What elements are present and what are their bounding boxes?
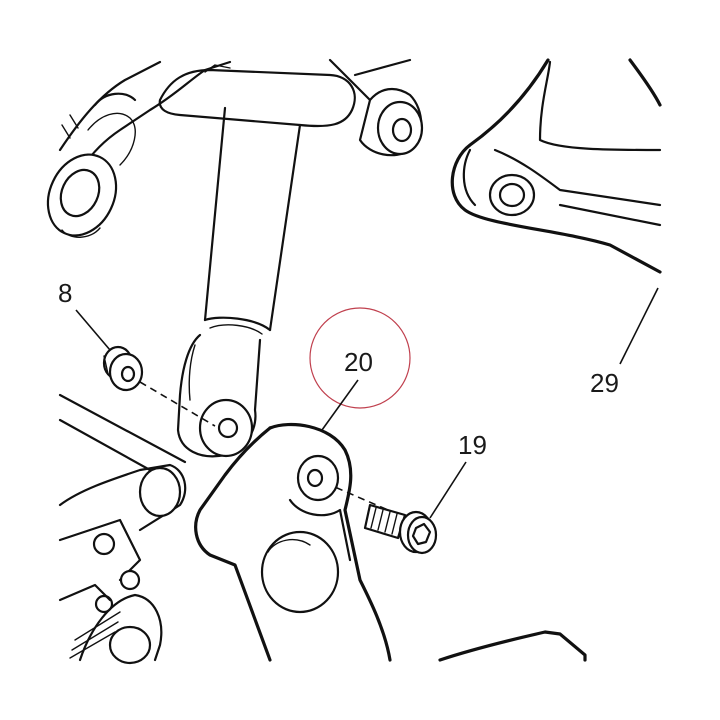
upper-left-cylinder [46,60,232,238]
leader-line-19 [429,461,467,519]
callout-29: 29 [590,368,619,398]
bracket-20 [194,422,392,662]
washer-8 [102,345,144,392]
leader-line-29 [619,287,659,365]
lower-right-frame-edge [438,630,587,662]
lower-left-assembly [58,393,187,665]
top-pivot-boss [328,58,424,157]
washer-axis-line [139,381,216,427]
link-arm [158,64,356,458]
leader-line-20 [321,379,359,431]
callout-19: 19 [458,430,487,460]
callout-highlight-circle [309,307,411,409]
leader-line-8 [75,309,111,351]
callout-8: 8 [58,278,72,308]
callout-20: 20 [344,347,373,377]
frame-29 [450,58,662,274]
bolt-19 [363,503,438,555]
